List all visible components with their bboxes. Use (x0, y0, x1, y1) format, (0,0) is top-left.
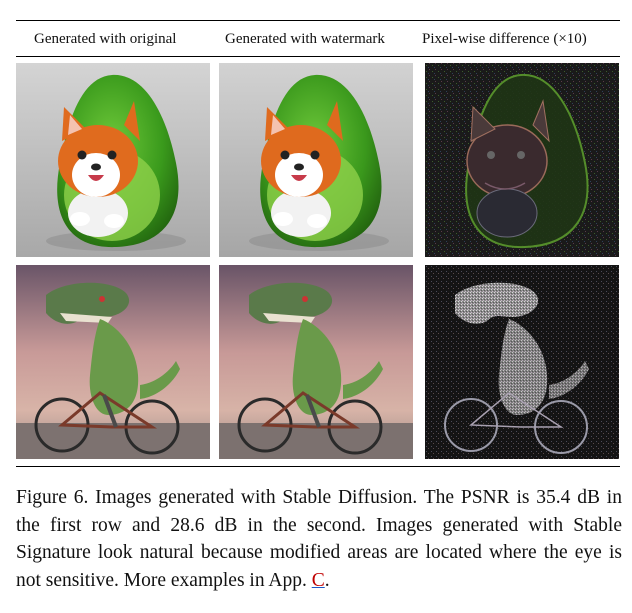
appendix-link[interactable]: C (311, 569, 325, 591)
figure-label: Figure 6. (16, 487, 89, 508)
image-corgi-original (16, 63, 210, 257)
caption-end: . (324, 569, 330, 591)
image-trex-original (16, 265, 210, 459)
image-trex-difference (425, 265, 619, 459)
column-header-watermark: Generated with watermark (225, 31, 385, 47)
table-header-rule (16, 56, 620, 57)
image-trex-watermarked (219, 265, 413, 459)
table-top-rule (16, 20, 620, 22)
image-corgi-difference (425, 63, 619, 257)
column-header-difference: Pixel-wise difference (×10) (422, 31, 587, 47)
image-corgi-watermarked (219, 63, 413, 257)
figure-caption: Figure 6. Images generated with Stable D… (16, 484, 622, 594)
column-header-original: Generated with original (34, 31, 177, 47)
table-bottom-rule (16, 466, 620, 468)
caption-text: Images generated with Stable Diffusion. … (16, 487, 622, 591)
